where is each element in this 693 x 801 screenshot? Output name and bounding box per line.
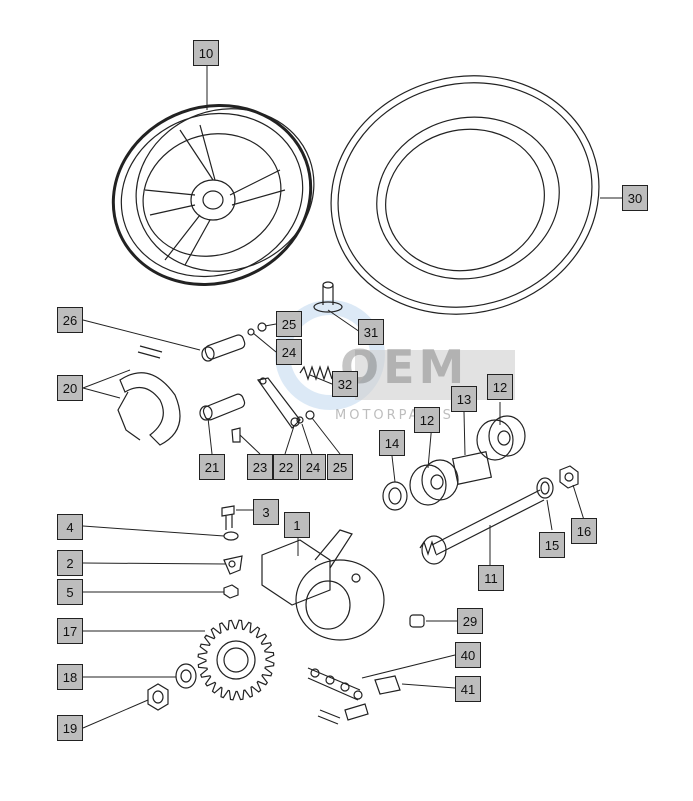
callout-32: 32 bbox=[332, 371, 358, 397]
sprocket bbox=[197, 619, 275, 701]
brake-cam-21 bbox=[199, 393, 246, 421]
callout-10: 10 bbox=[193, 40, 219, 66]
callout-24-lower: 24 bbox=[300, 454, 326, 480]
nut-19 bbox=[147, 683, 169, 711]
bolt-3 bbox=[221, 505, 235, 530]
callout-26: 26 bbox=[57, 307, 83, 333]
callout-41: 41 bbox=[455, 676, 481, 702]
tire bbox=[330, 75, 600, 315]
callout-12-top: 12 bbox=[487, 374, 513, 400]
nut-16 bbox=[559, 465, 579, 489]
callout-11: 11 bbox=[478, 565, 504, 591]
callout-19: 19 bbox=[57, 715, 83, 741]
callout-12: 12 bbox=[414, 407, 440, 433]
watermark-brand: OEM bbox=[340, 340, 469, 394]
callout-4: 4 bbox=[57, 514, 83, 540]
nut-5 bbox=[223, 584, 239, 599]
callout-13: 13 bbox=[451, 386, 477, 412]
plug-29 bbox=[409, 614, 425, 628]
washer-4 bbox=[223, 531, 239, 541]
hub-carrier bbox=[261, 529, 385, 641]
callout-25: 25 bbox=[276, 311, 302, 337]
brake-cam-26 bbox=[201, 334, 246, 362]
callout-14: 14 bbox=[379, 430, 405, 456]
callout-2: 2 bbox=[57, 550, 83, 576]
callout-5: 5 bbox=[57, 579, 83, 605]
callout-30: 30 bbox=[622, 185, 648, 211]
callout-22: 22 bbox=[273, 454, 299, 480]
tensioner-2 bbox=[223, 555, 243, 575]
callout-23: 23 bbox=[247, 454, 273, 480]
washer-18 bbox=[175, 663, 197, 689]
callout-1: 1 bbox=[284, 512, 310, 538]
callout-16: 16 bbox=[571, 518, 597, 544]
callout-20: 20 bbox=[57, 375, 83, 401]
small-washers bbox=[247, 322, 315, 424]
callout-40: 40 bbox=[455, 642, 481, 668]
callout-24: 24 bbox=[276, 339, 302, 365]
callout-29: 29 bbox=[457, 608, 483, 634]
brake-shoes bbox=[117, 345, 181, 446]
callout-25-lower: 25 bbox=[327, 454, 353, 480]
callout-17: 17 bbox=[57, 618, 83, 644]
callout-15: 15 bbox=[539, 532, 565, 558]
chain-link bbox=[317, 675, 401, 725]
brake-lever bbox=[231, 377, 301, 443]
chain bbox=[307, 667, 363, 701]
washer-15 bbox=[536, 477, 554, 499]
callout-21: 21 bbox=[199, 454, 225, 480]
callout-31: 31 bbox=[358, 319, 384, 345]
wheel-rim bbox=[111, 104, 315, 286]
callout-18: 18 bbox=[57, 664, 83, 690]
callout-3: 3 bbox=[253, 499, 279, 525]
spring bbox=[299, 365, 333, 381]
pin-part bbox=[313, 281, 343, 313]
